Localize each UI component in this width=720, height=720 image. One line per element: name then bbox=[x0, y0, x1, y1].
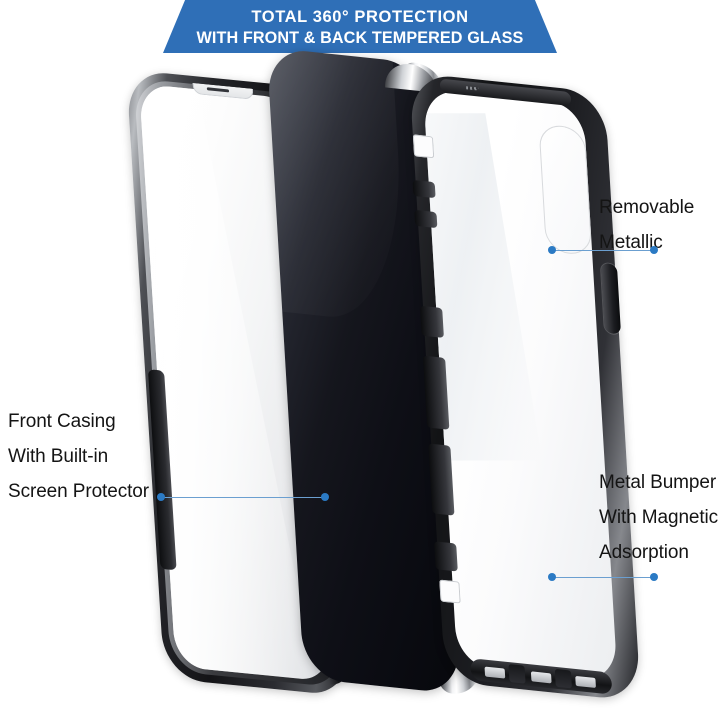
leader-dot-target-end bbox=[548, 246, 556, 254]
callout-metal-bumper: Metal Bumper With Magnetic Adsorption bbox=[599, 465, 718, 570]
leader-dot-label-end bbox=[157, 493, 165, 501]
callout-front-casing: Front Casing With Built-in Screen Protec… bbox=[8, 404, 149, 509]
magnet-pad bbox=[439, 579, 461, 604]
callout-metal-bumper-line-1: Metal Bumper bbox=[599, 472, 717, 493]
leader-dot-label-end bbox=[650, 573, 658, 581]
bumper-metal-chip bbox=[575, 675, 596, 688]
callout-front-casing-line-1: Front Casing bbox=[8, 411, 116, 432]
bumper-notch-block bbox=[554, 668, 572, 689]
callout-metal-bumper-line-2: With Magnetic bbox=[599, 507, 719, 528]
bumper-magnet-slot bbox=[428, 443, 455, 516]
bumper-magnet-slot bbox=[433, 541, 458, 572]
leader-line-bar bbox=[552, 577, 654, 578]
bumper-magnet-slot bbox=[414, 209, 438, 229]
banner-line-2: WITH FRONT & BACK TEMPERED GLASS bbox=[196, 29, 524, 47]
bumper-notch-block bbox=[508, 664, 526, 684]
leader-line-metal-bumper bbox=[548, 573, 658, 582]
bumper-magnet-slot bbox=[412, 179, 436, 199]
leader-dot-label-end bbox=[650, 246, 658, 254]
leader-line-bar bbox=[552, 250, 654, 251]
callout-removable-metallic-line-1: Removable bbox=[599, 197, 695, 218]
callout-removable-metallic: Removable Metallic bbox=[599, 190, 694, 260]
leader-line-removable-metallic bbox=[548, 246, 658, 255]
bumper-magnet-slot bbox=[419, 305, 444, 338]
phone-glass-reflection bbox=[266, 47, 409, 326]
callout-removable-metallic-line-2: Metallic bbox=[599, 232, 663, 253]
removable-metallic-button bbox=[600, 262, 622, 335]
leader-line-front-casing bbox=[157, 493, 329, 502]
leader-line-bar bbox=[161, 497, 325, 498]
leader-dot-target-end bbox=[548, 573, 556, 581]
callout-front-casing-line-3: Screen Protector bbox=[8, 481, 149, 502]
bumper-metal-chip bbox=[484, 666, 506, 679]
leader-dot-target-end bbox=[321, 493, 329, 501]
bumper-metal-chip bbox=[530, 671, 552, 684]
headline-banner: TOTAL 360° PROTECTION WITH FRONT & BACK … bbox=[163, 0, 557, 53]
camera-cutout bbox=[538, 123, 593, 257]
bumper-magnet-slot bbox=[422, 355, 450, 430]
magnet-pad bbox=[412, 134, 435, 159]
callout-front-casing-line-2: With Built-in bbox=[8, 446, 109, 467]
back-case-illustration bbox=[409, 72, 641, 702]
banner-line-1: TOTAL 360° PROTECTION bbox=[251, 8, 469, 26]
callout-metal-bumper-line-3: Adsorption bbox=[599, 542, 689, 563]
